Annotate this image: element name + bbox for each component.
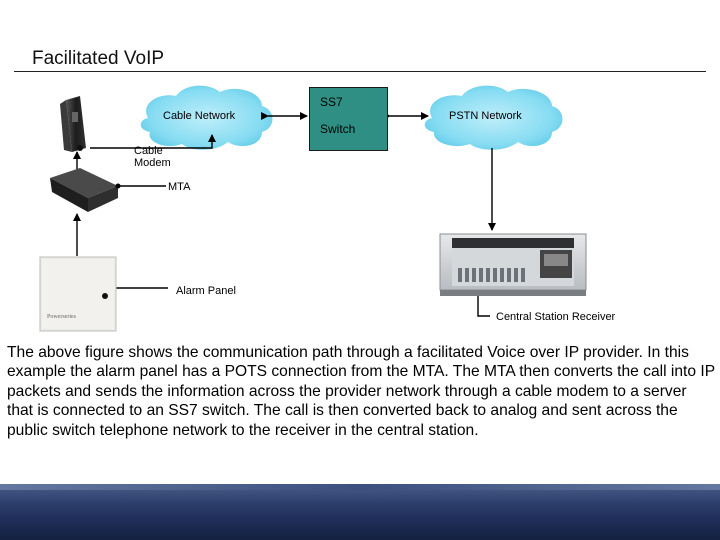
- footer-band: [0, 484, 720, 540]
- ss7-switch-label-line1: SS7: [320, 95, 343, 109]
- central-station-receiver-label: Central Station Receiver: [496, 311, 616, 323]
- alarm-panel-device: Powerseries: [39, 256, 117, 332]
- cable-modem-device: [60, 96, 86, 152]
- central-station-receiver-device: [439, 233, 587, 296]
- description-paragraph: The above figure shows the communication…: [7, 344, 715, 439]
- ss7-switch-label-line2: Switch: [320, 122, 356, 136]
- cable-modem-label-line1: Cable: [134, 145, 163, 157]
- alarm-panel-label: Alarm Panel: [176, 285, 236, 297]
- svg-text:Powerseries: Powerseries: [47, 314, 77, 320]
- footer-highlight: [0, 484, 720, 490]
- ss7-switch: SS7 Switch: [309, 87, 388, 151]
- link-receiver-leader: [477, 296, 490, 317]
- title-divider: [14, 71, 706, 72]
- link-modem-to-cable-network: [90, 134, 216, 149]
- mta-label: MTA: [168, 181, 191, 193]
- slide-title: Facilitated VoIP: [32, 48, 165, 69]
- pstn-network-cloud: [424, 85, 563, 150]
- cable-modem-label-line2: Modem: [134, 157, 171, 169]
- cable-network-cloud: [140, 85, 273, 150]
- mta-device: [50, 168, 121, 212]
- cable-network-label: Cable Network: [163, 110, 236, 122]
- pstn-network-label: PSTN Network: [449, 110, 522, 122]
- network-diagram: Powerseries: [39, 85, 587, 332]
